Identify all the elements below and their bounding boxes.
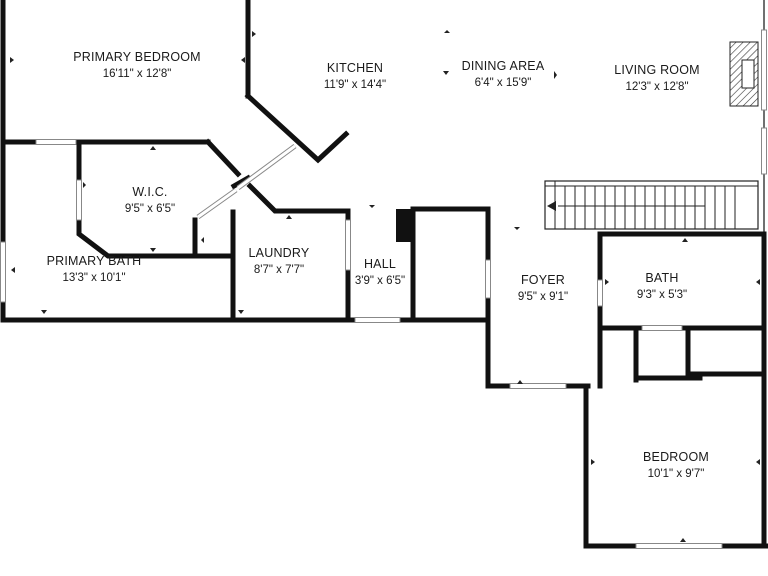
room-dims-foyer: 9'5" x 9'1"	[518, 291, 568, 303]
room-dims-wic: 9'5" x 6'5"	[125, 203, 175, 215]
room-kitchen: KITCHEN 11'9" x 14'4"	[324, 61, 386, 91]
fireplace	[729, 41, 759, 107]
room-living-room: LIVING ROOM 12'3" x 12'8"	[614, 63, 700, 93]
room-name-kitchen: KITCHEN	[327, 61, 383, 75]
room-dims-dining-area: 6'4" x 15'9"	[475, 77, 532, 89]
room-dims-kitchen: 11'9" x 14'4"	[324, 79, 386, 91]
room-dining-area: DINING AREA 6'4" x 15'9"	[462, 59, 545, 89]
room-name-bath: BATH	[645, 271, 678, 285]
room-name-bedroom: BEDROOM	[643, 450, 709, 464]
room-name-dining-area: DINING AREA	[462, 59, 545, 73]
room-name-wic: W.I.C.	[132, 185, 167, 199]
walls	[0, 0, 768, 549]
room-name-laundry: LAUNDRY	[249, 246, 310, 260]
staircase	[544, 180, 759, 230]
dimension-ticks	[10, 30, 760, 542]
room-dims-laundry: 8'7" x 7'7"	[254, 264, 304, 276]
room-dims-hall: 3'9" x 6'5"	[355, 275, 405, 287]
room-dims-bath: 9'3" x 5'3"	[637, 289, 687, 301]
room-name-primary-bath: PRIMARY BATH	[47, 254, 142, 268]
room-dims-living-room: 12'3" x 12'8"	[625, 81, 688, 93]
room-name-living-room: LIVING ROOM	[614, 63, 700, 77]
room-bedroom: BEDROOM 10'1" x 9'7"	[643, 450, 709, 480]
room-bath: BATH 9'3" x 5'3"	[637, 271, 687, 301]
room-primary-bedroom: PRIMARY BEDROOM 16'11" x 12'8"	[73, 50, 201, 80]
room-name-foyer: FOYER	[521, 273, 565, 287]
room-name-primary-bedroom: PRIMARY BEDROOM	[73, 50, 201, 64]
room-laundry: LAUNDRY 8'7" x 7'7"	[249, 246, 310, 276]
room-dims-primary-bath: 13'3" x 10'1"	[62, 272, 125, 284]
room-dims-bedroom: 10'1" x 9'7"	[648, 468, 705, 480]
room-primary-bath: PRIMARY BATH 13'3" x 10'1"	[47, 254, 142, 284]
room-foyer: FOYER 9'5" x 9'1"	[518, 273, 568, 303]
room-wic: W.I.C. 9'5" x 6'5"	[125, 185, 175, 215]
windows	[0, 29, 767, 549]
room-name-hall: HALL	[364, 257, 396, 271]
room-hall: HALL 3'9" x 6'5"	[355, 257, 405, 287]
room-dims-primary-bedroom: 16'11" x 12'8"	[103, 68, 172, 80]
